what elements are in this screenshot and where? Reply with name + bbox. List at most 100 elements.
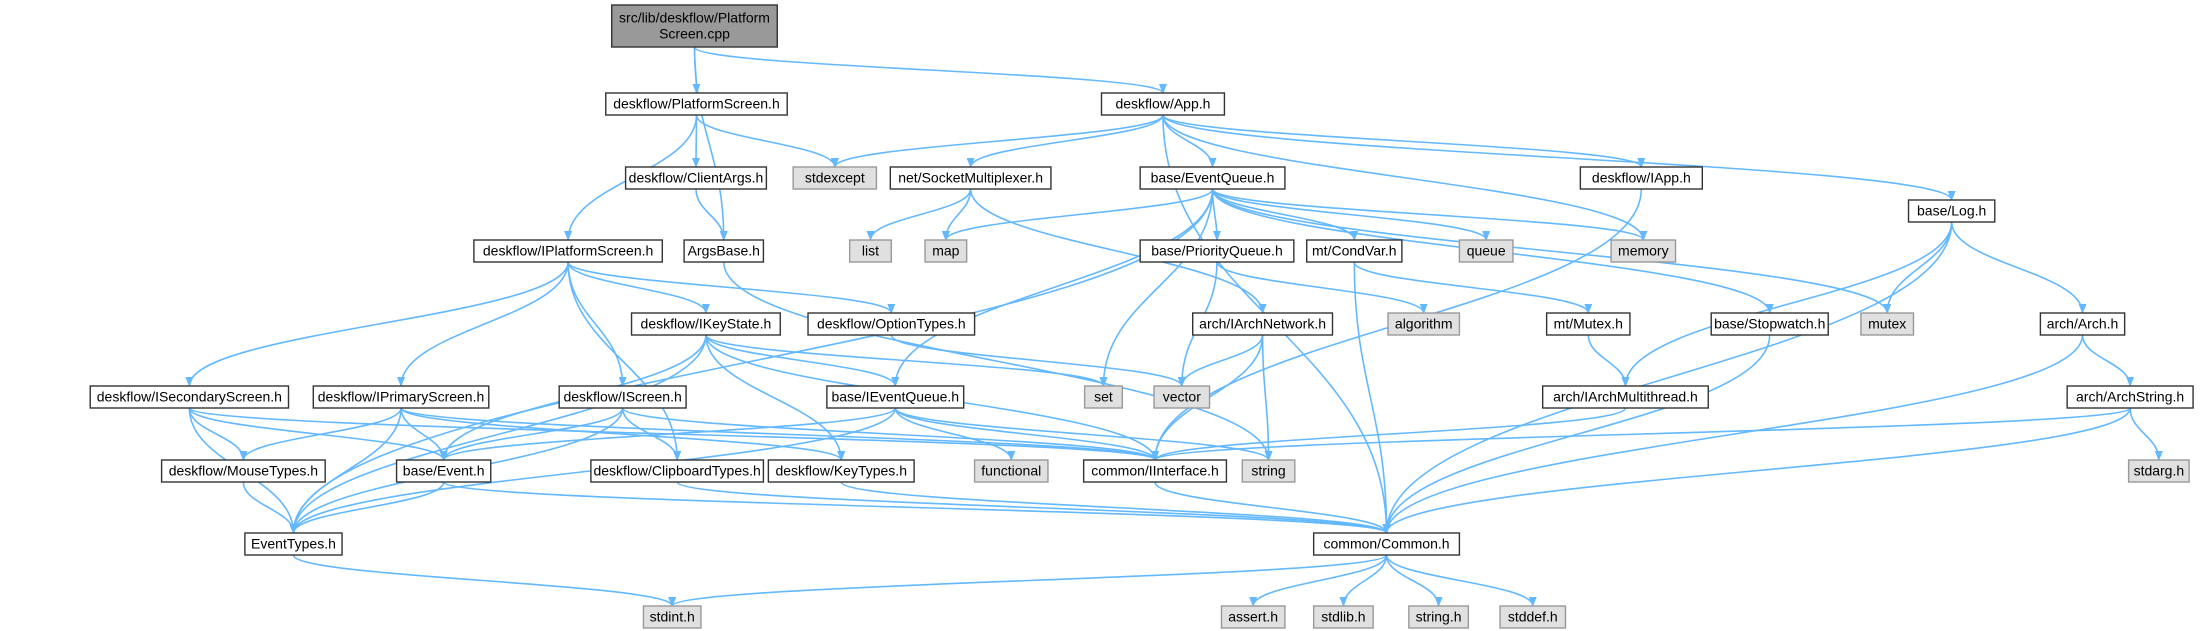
edge-IArchNet-to-vector: [1177, 334, 1264, 387]
node-PQ[interactable]: base/PriorityQueue.h: [1139, 239, 1295, 263]
edge-dfApp-to-SockMux: [966, 114, 1164, 168]
edge-ArgsBase-to-string: [722, 261, 1273, 461]
edge-IPS-to-IKeyState: [567, 261, 710, 314]
edge-Log-to-Common: [1382, 221, 1953, 534]
node-label-IArchNet: arch/IArchNetwork.h: [1199, 316, 1326, 332]
node-box-stdarg: [2127, 459, 2190, 483]
node-label-IEvQ: base/IEventQueue.h: [831, 389, 959, 405]
node-ISecScr[interactable]: deskflow/ISecondaryScreen.h: [89, 385, 290, 409]
node-box-algorithm: [1387, 312, 1461, 336]
nodes-layer: src/lib/deskflow/PlatformScreen.cpp deskf…: [89, 4, 2194, 629]
edge-ArchStr-to-Common: [1382, 407, 2131, 534]
node-Event[interactable]: base/Event.h: [395, 459, 492, 483]
edge-EvQ-to-IEvQ: [891, 188, 1214, 387]
node-mutex: mutex: [1860, 312, 1915, 336]
edge-IEvQ-to-Event: [439, 407, 897, 461]
node-box-EventTypes: [244, 532, 343, 556]
node-label-functional: functional: [981, 463, 1041, 479]
node-CondVar[interactable]: mt/CondVar.h: [1306, 239, 1403, 263]
node-box-OptTypes: [807, 312, 976, 336]
node-Log[interactable]: base/Log.h: [1907, 199, 1996, 223]
node-box-SockMux: [889, 166, 1052, 190]
edge-IPrimScr-to-IInterface: [400, 407, 1159, 461]
node-assert: assert.h: [1220, 605, 1286, 629]
node-IApp[interactable]: deskflow/IApp.h: [1579, 166, 1704, 190]
node-box-set: [1083, 385, 1124, 409]
node-string: string: [1241, 459, 1296, 483]
edge-IPS-to-IPrimScr: [397, 261, 569, 387]
edge-Log-to-Arch: [1950, 221, 2087, 314]
node-IArchNet[interactable]: arch/IArchNetwork.h: [1192, 312, 1334, 336]
node-dfApp[interactable]: deskflow/App.h: [1100, 92, 1226, 116]
edge-SockMux-to-list: [866, 188, 972, 241]
node-label-algorithm: algorithm: [1395, 316, 1453, 332]
node-box-root: [611, 4, 778, 48]
edge-EvQ-to-mutex: [1211, 188, 1892, 314]
node-IPrimScr[interactable]: deskflow/IPrimaryScreen.h: [312, 385, 490, 409]
edge-IScreen-to-IInterface: [621, 407, 1159, 461]
node-label-stdarg: stdarg.h: [2134, 463, 2185, 479]
node-OptTypes[interactable]: deskflow/OptionTypes.h: [807, 312, 976, 336]
edge-PQ-to-algorithm: [1216, 261, 1428, 314]
node-box-IArchNet: [1192, 312, 1334, 336]
node-IArchMT[interactable]: arch/IArchMultithread.h: [1541, 385, 1709, 409]
edge-ArchStr-to-stdarg: [2129, 407, 2163, 461]
node-label-IPS: deskflow/IPlatformScreen.h: [483, 243, 653, 259]
node-label-EvQ: base/EventQueue.h: [1151, 170, 1275, 186]
node-IScreen[interactable]: deskflow/IScreen.h: [558, 385, 687, 409]
node-IPS[interactable]: deskflow/IPlatformScreen.h: [473, 239, 663, 263]
edge-Common-to-stdlib: [1339, 554, 1388, 607]
node-box-assert: [1220, 605, 1286, 629]
node-Arch[interactable]: arch/Arch.h: [2039, 312, 2126, 336]
edge-IPrimScr-to-EventTypes: [289, 407, 402, 534]
node-dfPS[interactable]: deskflow/PlatformScreen.h: [605, 92, 788, 116]
node-root[interactable]: src/lib/deskflow/PlatformScreen.cpp: [611, 4, 778, 48]
edge-IPrimScr-to-KeyTypes: [400, 407, 846, 461]
edge-IKeyState-to-EventTypes: [289, 334, 707, 534]
node-ArchStr[interactable]: arch/ArchString.h: [2066, 385, 2194, 409]
edge-ISecScr-to-Event: [188, 407, 448, 461]
node-Mutex[interactable]: mt/Mutex.h: [1545, 312, 1631, 336]
node-Stopwatch[interactable]: base/Stopwatch.h: [1710, 312, 1829, 336]
node-label-queue: queue: [1467, 243, 1506, 259]
node-label-map: map: [932, 243, 959, 259]
node-label-mutex: mutex: [1868, 316, 1906, 332]
node-label-SockMux: net/SocketMultiplexer.h: [898, 170, 1043, 186]
node-IEvQ[interactable]: base/IEventQueue.h: [826, 385, 965, 409]
node-ClientArgs[interactable]: deskflow/ClientArgs.h: [624, 166, 768, 190]
node-label-EventTypes: EventTypes.h: [251, 536, 336, 552]
edge-IInterface-to-Common: [1154, 481, 1391, 534]
node-box-IPrimScr: [312, 385, 490, 409]
edge-dfApp-to-IApp: [1162, 114, 1646, 168]
edge-Arch-to-Common: [1382, 334, 2084, 534]
node-label-stdlib: stdlib.h: [1321, 609, 1365, 625]
node-queue: queue: [1458, 239, 1514, 263]
node-IKeyState[interactable]: deskflow/IKeyState.h: [630, 312, 781, 336]
node-vector: vector: [1153, 385, 1211, 409]
node-label-string: string: [1251, 463, 1285, 479]
node-Common[interactable]: common/Common.h: [1312, 532, 1461, 556]
node-box-ClientArgs: [624, 166, 768, 190]
node-label-IPrimScr: deskflow/IPrimaryScreen.h: [318, 389, 485, 405]
edge-Common-to-assert: [1249, 554, 1388, 607]
node-ClipTypes[interactable]: deskflow/ClipboardTypes.h: [590, 459, 765, 483]
edge-OptTypes-to-vector: [890, 334, 1186, 387]
edge-IPrimScr-to-MouseTypes: [239, 407, 402, 461]
node-IInterface[interactable]: common/IInterface.h: [1082, 459, 1228, 483]
node-ArgsBase[interactable]: ArgsBase.h: [683, 239, 765, 263]
node-EvQ[interactable]: base/EventQueue.h: [1139, 166, 1286, 190]
node-MouseTypes[interactable]: deskflow/MouseTypes.h: [160, 459, 326, 483]
edge-dfPS-to-stdexcept: [695, 114, 839, 168]
edge-IScreen-to-ClipTypes: [621, 407, 682, 461]
node-label-Event: base/Event.h: [403, 463, 485, 479]
node-KeyTypes[interactable]: deskflow/KeyTypes.h: [767, 459, 915, 483]
node-label-set: set: [1094, 389, 1113, 405]
node-EventTypes[interactable]: EventTypes.h: [244, 532, 343, 556]
node-box-ArchStr: [2066, 385, 2194, 409]
edge-KeyTypes-to-Common: [840, 481, 1391, 534]
node-label-stdint: stdint.h: [650, 609, 695, 625]
node-box-IArchMT: [1541, 385, 1709, 409]
node-SockMux[interactable]: net/SocketMultiplexer.h: [889, 166, 1052, 190]
edge-IPS-to-IScreen: [567, 261, 627, 387]
node-label-stdexcept: stdexcept: [805, 170, 865, 186]
